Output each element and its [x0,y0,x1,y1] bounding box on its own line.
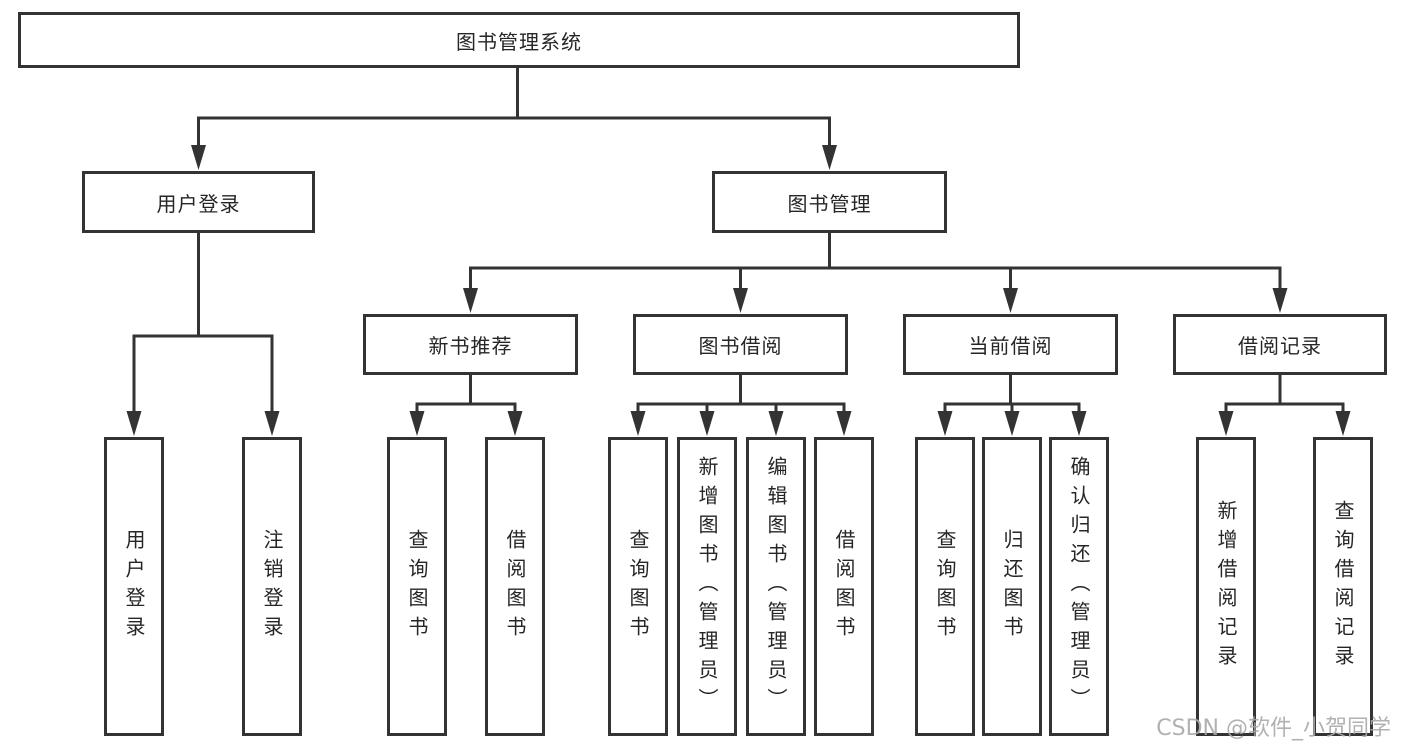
node-label: 查询图书 [405,528,429,645]
node-label: 新增图书（管理员） [695,456,719,717]
connector-bar-rec [415,402,517,411]
node-user-login: 用户登录 [82,171,315,233]
node-label: 查询借阅记录 [1331,499,1355,674]
node-label: 新书推荐 [428,334,513,358]
node-label: 借阅图书 [503,528,527,645]
arrowhead-icon [733,288,748,313]
node-leaf-borrow-books: 借阅图书 [814,437,874,736]
node-label: 借阅记录 [1238,334,1322,358]
node-label: 当前借阅 [968,334,1053,358]
node-leaf-query-books-borrow: 查询图书 [608,437,668,736]
node-label: 用户登录 [156,191,241,216]
node-label: 图书管理系统 [456,29,582,54]
arrowhead-icon [699,411,715,436]
arrowhead-icon [937,411,953,436]
node-label: 图书管理 [787,191,872,216]
node-label: 图书借阅 [698,334,783,358]
connector-bar-mgmt [469,266,1282,289]
node-leaf-edit-books-admin: 编辑图书（管理员） [746,437,806,736]
arrowhead-icon [822,145,837,170]
arrowhead-icon [1335,411,1351,436]
node-leaf-confirm-return-admin: 确认归还（管理员） [1049,437,1109,736]
node-borrowing-records: 借阅记录 [1173,314,1387,375]
node-label: 查询图书 [626,528,650,645]
node-leaf-query-books-current: 查询图书 [915,437,975,736]
arrowhead-icon [768,411,784,436]
node-root-system: 图书管理系统 [18,12,1020,68]
arrowhead-icon [630,411,646,436]
arrowhead-icon [1272,288,1288,313]
connector-bar-root [197,116,831,146]
arrowhead-icon [1071,411,1087,436]
arrowhead-icon [126,411,142,436]
node-label: 借阅图书 [832,528,856,645]
node-current-borrowing: 当前借阅 [903,314,1118,375]
node-leaf-add-books-admin: 新增图书（管理员） [677,437,737,736]
node-label: 编辑图书（管理员） [764,456,788,717]
node-label: 归还图书 [1000,528,1024,645]
connector-bar-records [1224,402,1345,411]
arrowhead-icon [1003,288,1018,313]
node-book-management: 图书管理 [712,171,947,233]
arrowhead-icon [409,411,425,436]
connector-bar-login [132,334,274,411]
arrowhead-icon [1218,411,1234,436]
node-label: 查询图书 [933,528,957,645]
arrowheads [126,145,1351,436]
node-label: 新增借阅记录 [1214,499,1238,674]
node-label: 注销登录 [260,528,284,645]
node-label: 确认归还（管理员） [1067,456,1091,717]
arrowhead-icon [507,411,523,436]
node-leaf-query-books-rec: 查询图书 [387,437,447,736]
connector-bar-borrow [636,402,846,411]
node-new-book-recommend: 新书推荐 [363,314,578,375]
arrowhead-icon [836,411,852,436]
node-leaf-logout: 注销登录 [242,437,302,736]
node-label: 用户登录 [122,528,146,645]
arrowhead-icon [463,288,478,313]
node-leaf-user-login: 用户登录 [104,437,164,736]
watermark: CSDN @软件_小贺同学 [1156,716,1391,741]
arrowhead-icon [191,145,206,170]
node-leaf-borrow-books-rec: 借阅图书 [485,437,545,736]
node-leaf-query-borrow-record: 查询借阅记录 [1313,437,1373,736]
node-leaf-add-borrow-record: 新增借阅记录 [1196,437,1256,736]
arrowhead-icon [264,411,280,436]
arrowhead-icon [1004,411,1020,436]
node-book-borrowing: 图书借阅 [633,314,848,375]
node-leaf-return-books: 归还图书 [982,437,1042,736]
